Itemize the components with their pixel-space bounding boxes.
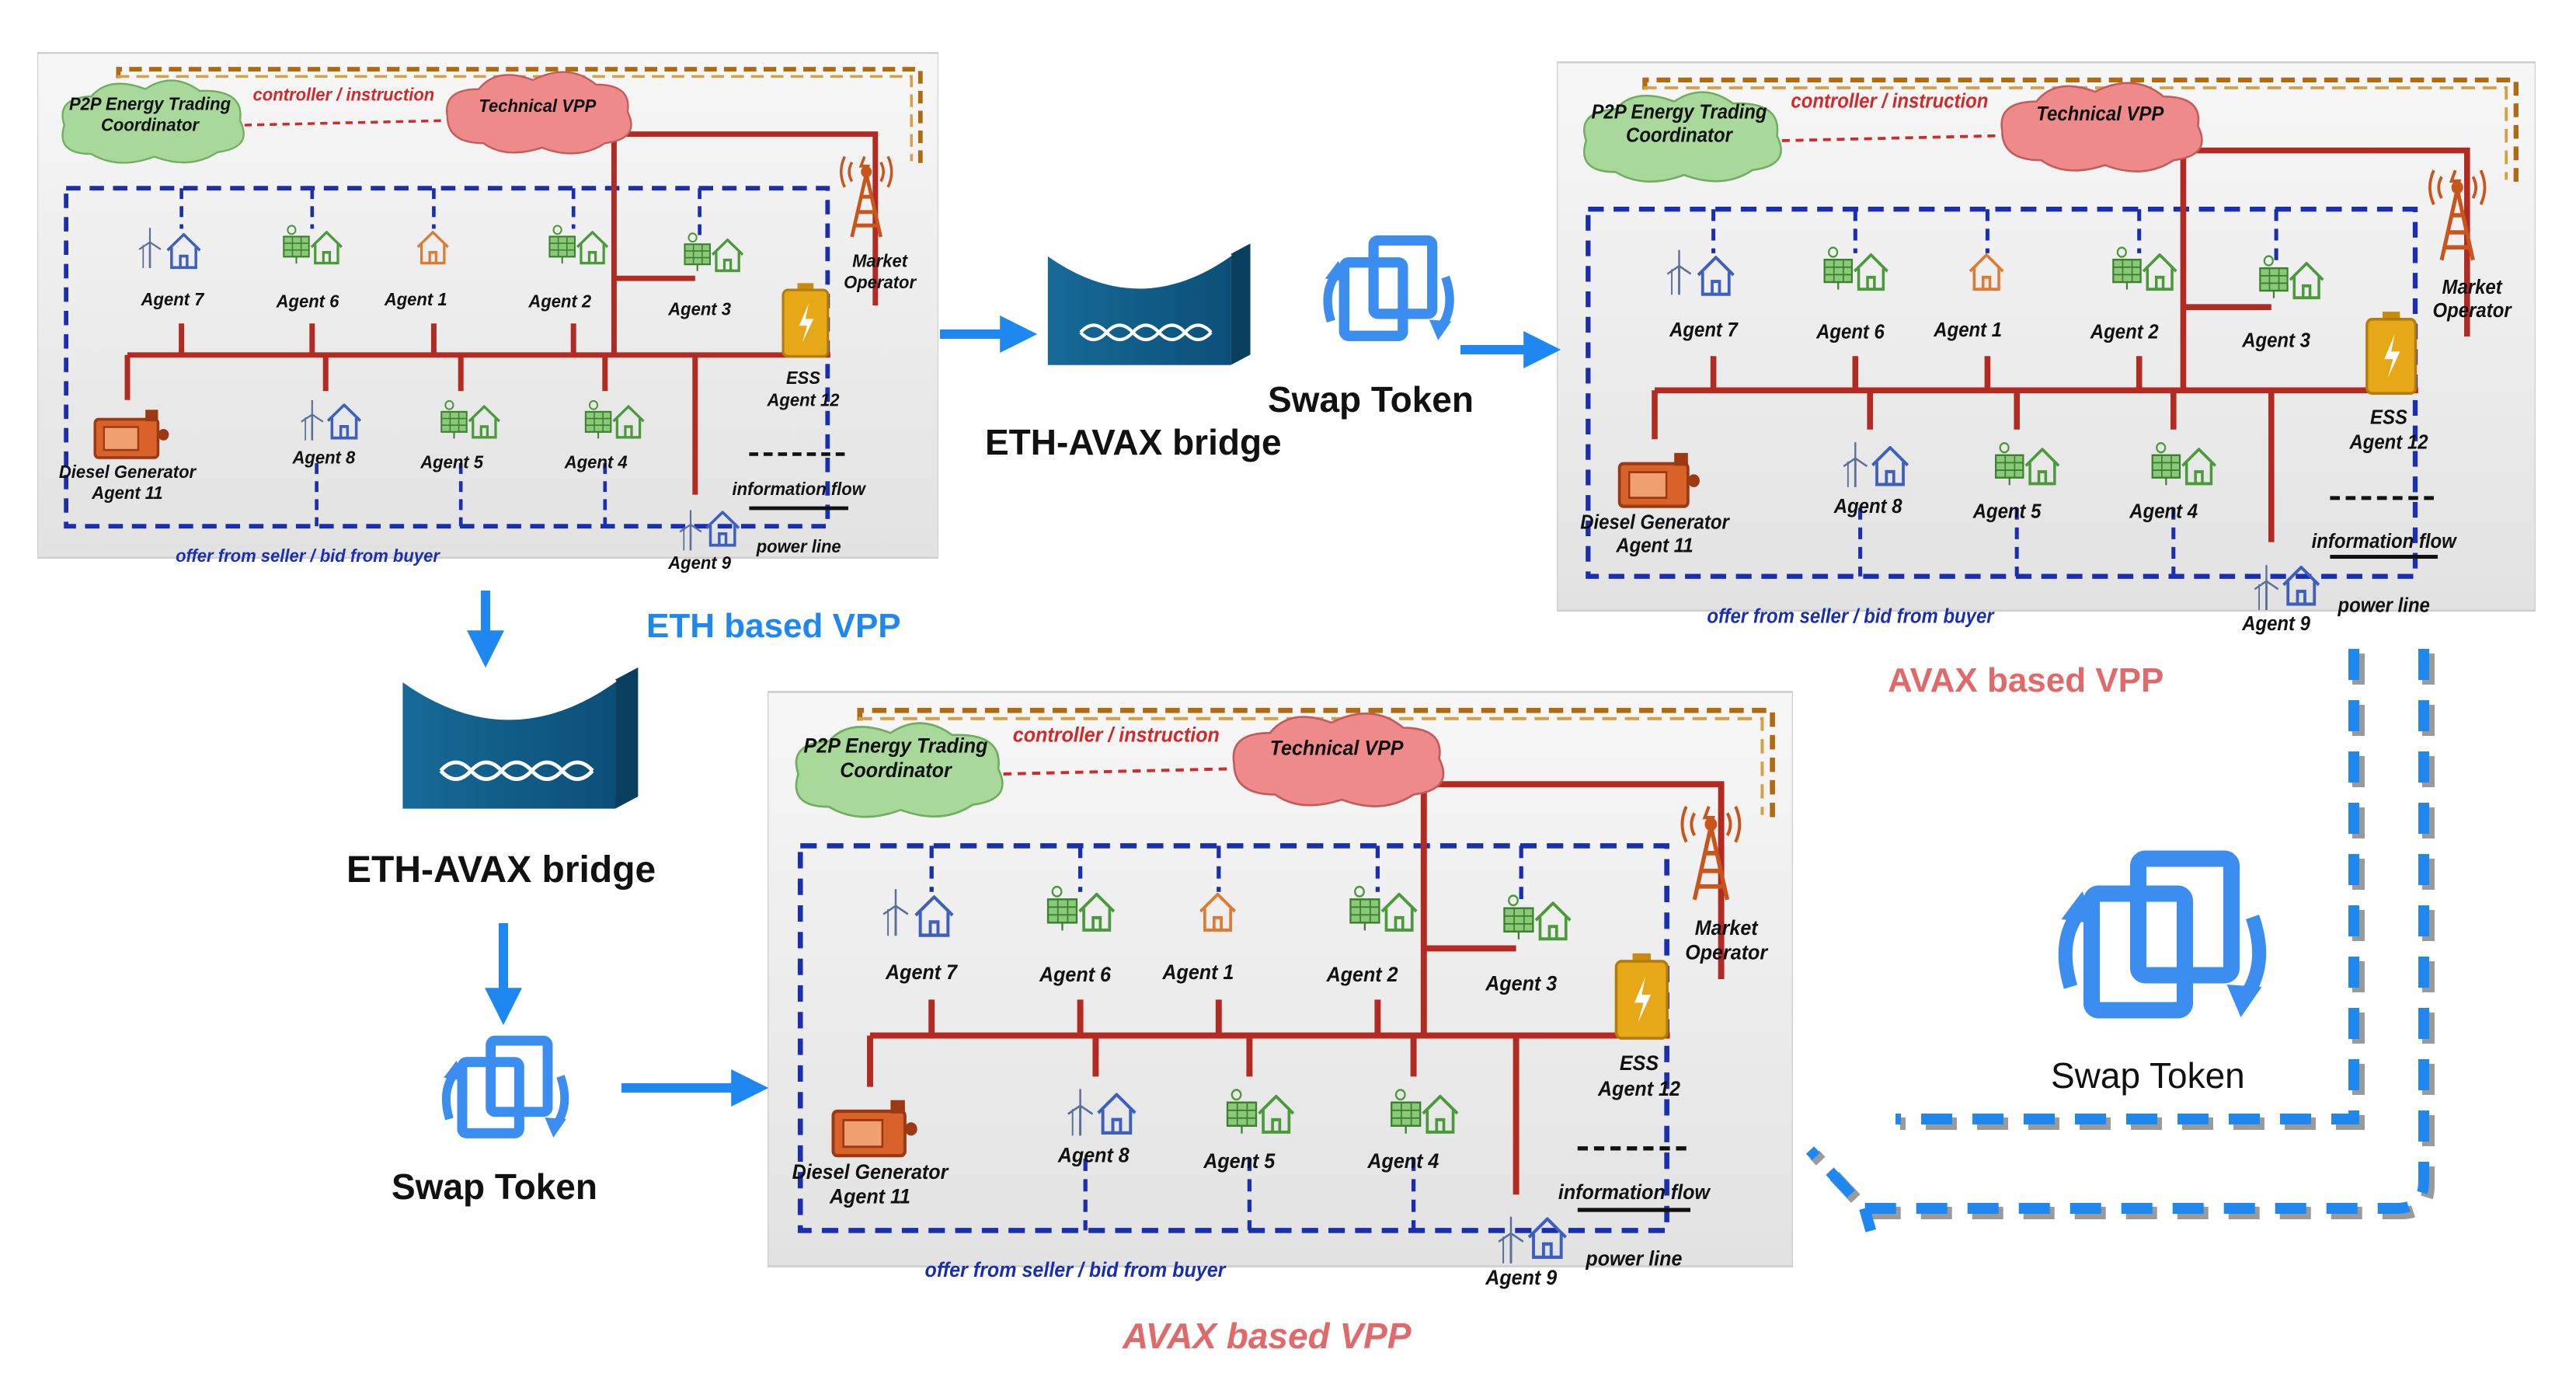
- market-operator-label-2: Operator: [844, 271, 917, 292]
- technical-vpp-label: Technical VPP: [1270, 736, 1404, 760]
- agent-1-label: Agent 1: [384, 288, 447, 309]
- bridge-icon-left: [402, 668, 638, 809]
- agent-7-label: Agent 7: [141, 288, 205, 309]
- ess-agent-12-label: Agent 12: [1597, 1076, 1680, 1100]
- swap-token-icon-top: [1325, 240, 1451, 340]
- agent-8-label: Agent 8: [1833, 495, 1902, 518]
- market-operator-label: Market: [852, 250, 908, 271]
- legend-power-line-label: power line: [2338, 594, 2430, 617]
- agent-4-label: Agent 4: [2129, 500, 2198, 523]
- p2p-coordinator-label: P2P Energy Trading: [69, 93, 231, 114]
- diesel-agent-11-label: Agent 11: [91, 482, 162, 503]
- vpp-panel-content-eth: Agent 7 Agent 6 Agent 1 Agent 2 Agent 3 Agent…: [59, 84, 917, 573]
- agent-8-label: Agent 8: [292, 447, 356, 468]
- offer-bid-label: offer from seller / bid from buyer: [925, 1257, 1227, 1281]
- agent-2-label: Agent 2: [2090, 321, 2159, 343]
- p2p-coordinator-label-2: Coordinator: [840, 758, 952, 782]
- legend-power-line-label: power line: [756, 535, 841, 556]
- legend-information-flow-label: information flow: [1558, 1180, 1711, 1204]
- agent-6-label: Agent 6: [1815, 321, 1885, 343]
- agent-3-label: Agent 3: [2241, 329, 2310, 352]
- diesel-agent-11-label: Agent 11: [1615, 535, 1693, 557]
- ess-battery-icon: [2365, 310, 2418, 396]
- agent-1-label: Agent 1: [1933, 319, 2002, 341]
- agent-2-label: Agent 2: [1326, 962, 1398, 986]
- p2p-coordinator-label: P2P Energy Trading: [804, 734, 988, 758]
- swap-left-label: Swap Token: [392, 1166, 597, 1207]
- vpp-panel-content-avax-right: Agent 7 Agent 6 Agent 1 Agent 2 Agent 3 Agent…: [1580, 90, 2512, 636]
- p2p-coordinator-label: P2P Energy Trading: [1591, 101, 1767, 124]
- offer-bid-label: offer from seller / bid from buyer: [1707, 605, 1994, 628]
- agent-9-label: Agent 9: [2241, 612, 2310, 635]
- legend-information-flow-label: information flow: [2312, 530, 2458, 553]
- diesel-generator-label: Diesel Generator: [792, 1159, 949, 1184]
- legend-power-line-label: power line: [1585, 1246, 1682, 1271]
- p2p-coordinator-label-2: Coordinator: [101, 114, 200, 135]
- agent-4-label: Agent 4: [564, 451, 628, 472]
- swap-right-label: Swap Token: [2051, 1055, 2245, 1096]
- ess-agent-12-label: Agent 12: [2349, 431, 2428, 453]
- agent-5-label: Agent 5: [419, 451, 483, 472]
- agent-8-label: Agent 8: [1057, 1143, 1130, 1167]
- controller-instruction-label: controller / instruction: [1013, 722, 1220, 746]
- bridge-top-label: ETH-AVAX bridge: [985, 422, 1282, 462]
- diesel-generator-label: Diesel Generator: [59, 461, 197, 482]
- agent-7-label: Agent 7: [885, 960, 958, 984]
- eth-vpp-label: ETH based VPP: [646, 607, 901, 645]
- p2p-coordinator-label-2: Coordinator: [1626, 124, 1733, 147]
- agent-5-label: Agent 5: [1972, 500, 2042, 523]
- avax-vpp-right-label: AVAX based VPP: [1888, 661, 2163, 699]
- ess-battery-icon: [1614, 951, 1669, 1040]
- agent-6-label: Agent 6: [1039, 962, 1111, 986]
- swap-top-label: Swap Token: [1268, 379, 1474, 420]
- agent-3-label: Agent 3: [1485, 971, 1557, 995]
- agent-4-label: Agent 4: [1366, 1149, 1439, 1173]
- vpp-panel-content-avax-bottom: Agent 7 Agent 6 Agent 1 Agent 2 Agent 3 Agent…: [792, 722, 1769, 1289]
- ess-agent-12-label: Agent 12: [767, 389, 840, 410]
- agent-9-label: Agent 9: [667, 552, 731, 573]
- agent-9-label: Agent 9: [1485, 1265, 1557, 1289]
- agent-2-label: Agent 2: [527, 291, 591, 312]
- technical-vpp-label: Technical VPP: [2036, 103, 2163, 125]
- market-operator-label-2: Operator: [2433, 299, 2512, 322]
- legend-information-flow-label: information flow: [733, 478, 867, 499]
- diesel-agent-11-label: Agent 11: [829, 1184, 910, 1208]
- market-operator-label-2: Operator: [1685, 939, 1769, 964]
- market-operator-label: Market: [1695, 915, 1759, 939]
- controller-instruction-label: controller / instruction: [253, 84, 435, 105]
- bridge-icon-top: [1048, 243, 1251, 364]
- offer-bid-label: offer from seller / bid from buyer: [176, 546, 440, 566]
- swap-token-icon-right: [2062, 859, 2262, 1017]
- bridge-left-label: ETH-AVAX bridge: [346, 849, 656, 891]
- agent-7-label: Agent 7: [1669, 319, 1739, 341]
- ess-label: ESS: [2370, 406, 2407, 429]
- controller-instruction-label: controller / instruction: [1791, 90, 1988, 113]
- market-operator-label: Market: [2442, 276, 2504, 298]
- avax-vpp-bottom-label: AVAX based VPP: [1122, 1316, 1412, 1356]
- ess-label: ESS: [786, 367, 820, 388]
- agent-5-label: Agent 5: [1203, 1149, 1275, 1173]
- dashed-return-loop: [1805, 649, 2435, 1237]
- swap-token-icon-left: [444, 1041, 566, 1138]
- agent-3-label: Agent 3: [667, 298, 731, 319]
- diesel-generator-label: Diesel Generator: [1580, 511, 1730, 534]
- ess-label: ESS: [1620, 1051, 1659, 1075]
- agent-6-label: Agent 6: [276, 291, 339, 312]
- agent-1-label: Agent 1: [1161, 960, 1234, 984]
- flow-arrows: [467, 315, 1561, 1107]
- technical-vpp-label: Technical VPP: [479, 95, 597, 116]
- ess-battery-icon: [782, 281, 830, 358]
